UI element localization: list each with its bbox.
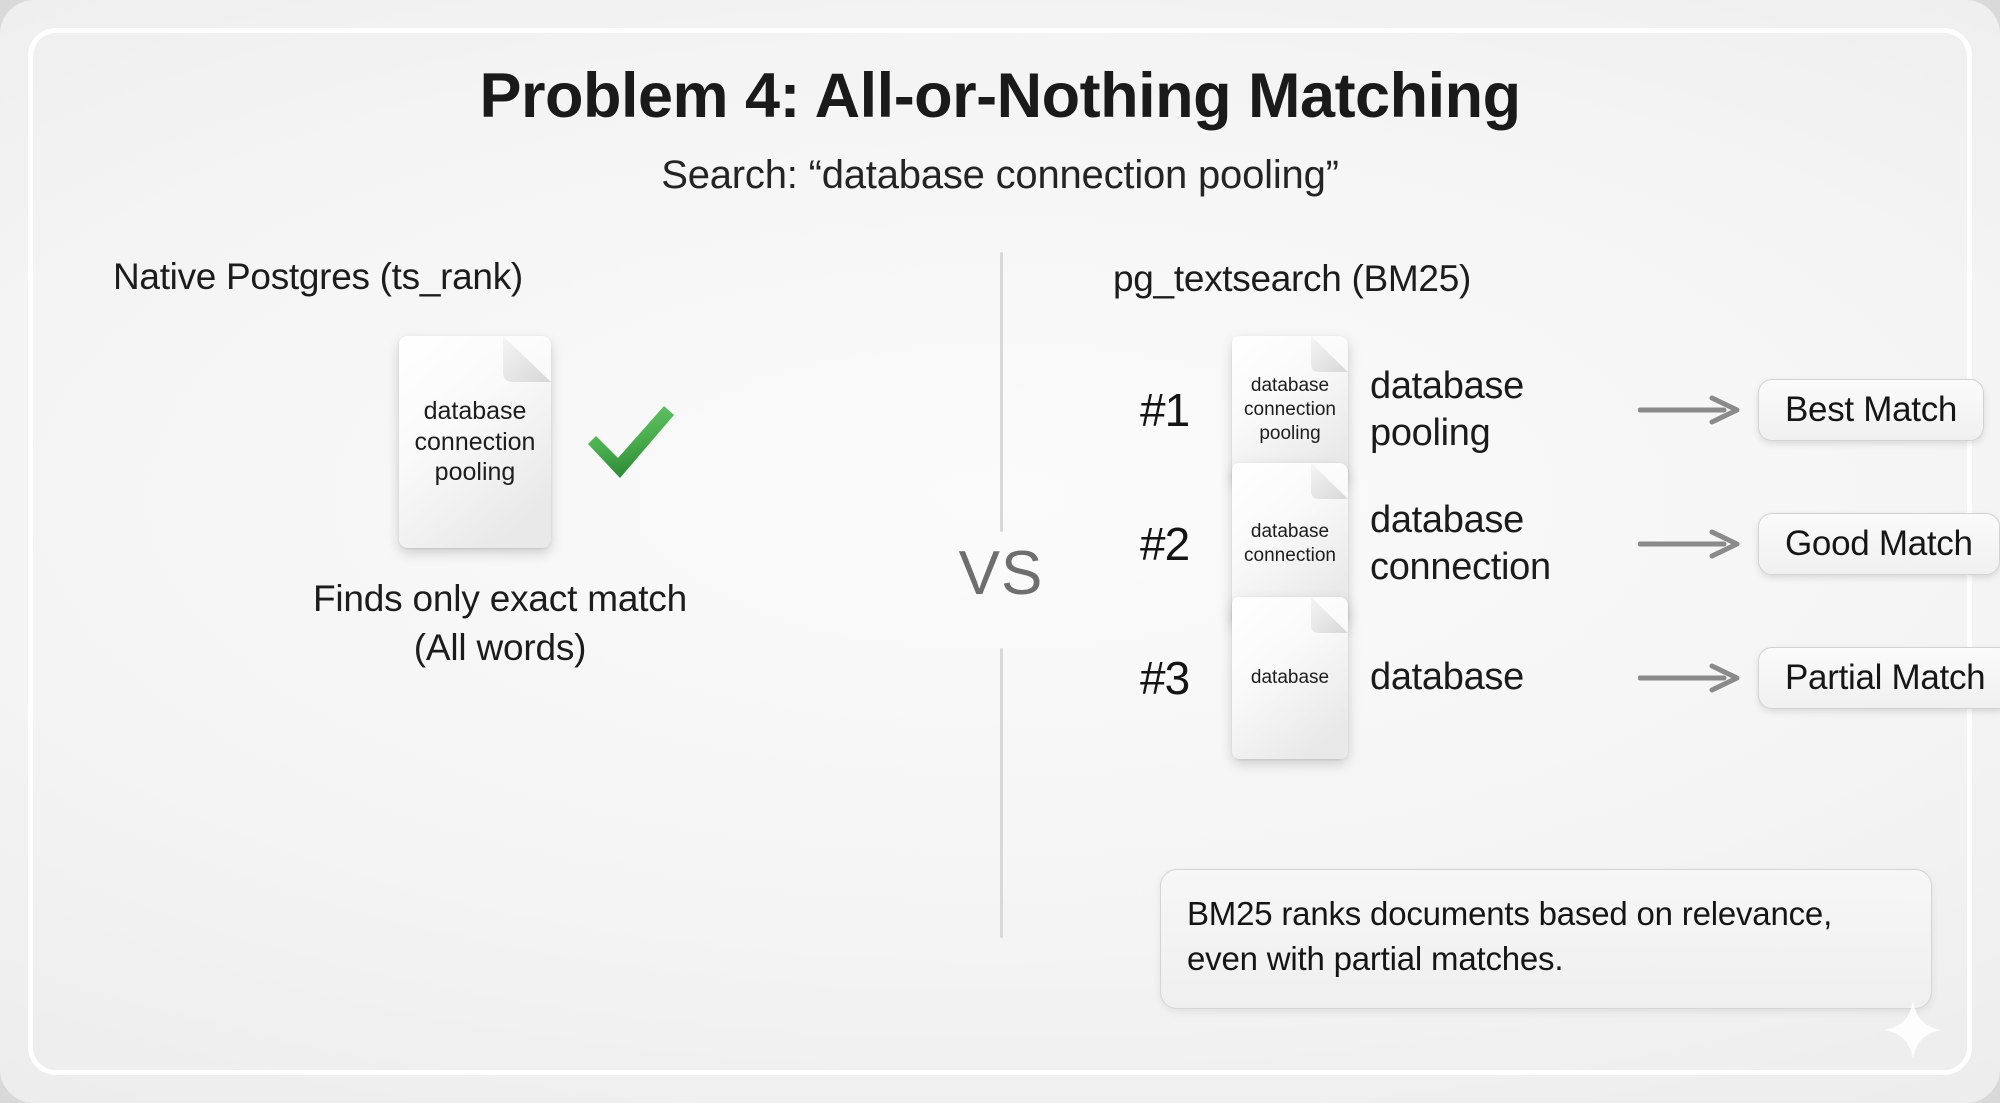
document-card: database bbox=[1232, 597, 1348, 759]
document-shape-icon bbox=[1232, 463, 1348, 625]
green-check-icon bbox=[588, 406, 674, 478]
result-rank: #2 bbox=[1140, 518, 1190, 570]
document-shape-icon bbox=[399, 336, 551, 548]
result-row[interactable]: #2 database connection database connecti… bbox=[1140, 463, 2000, 625]
right-column-title: pg_textsearch (BM25) bbox=[1113, 258, 1472, 299]
arrow-right-icon bbox=[1638, 663, 1740, 693]
document-shape-icon bbox=[1232, 336, 1348, 484]
result-label: database connection bbox=[1370, 498, 1551, 588]
result-row[interactable]: #1 database connection pooling database … bbox=[1140, 330, 1985, 490]
result-label: database bbox=[1370, 656, 1524, 699]
left-caption-line1: Finds only exact match bbox=[313, 578, 687, 619]
header: Problem 4: All-or-Nothing Matching Searc… bbox=[0, 61, 2000, 198]
document-text: database connection pooling bbox=[1244, 374, 1336, 445]
left-caption-line2: (All words) bbox=[413, 626, 587, 668]
result-rank: #1 bbox=[1140, 384, 1190, 436]
callout-box: BM25 ranks documents based on relevance,… bbox=[1160, 869, 1932, 1009]
match-quality-badge[interactable]: Best Match bbox=[1758, 379, 1985, 441]
page-title: Problem 4: All-or-Nothing Matching bbox=[479, 61, 1521, 131]
document-shape-icon bbox=[1232, 597, 1348, 759]
sparkle-icon bbox=[1884, 1001, 1942, 1059]
result-rank: #3 bbox=[1140, 652, 1190, 704]
arrow-right-icon bbox=[1638, 529, 1740, 559]
document-text: database connection bbox=[1244, 520, 1336, 566]
match-quality-badge[interactable]: Partial Match bbox=[1758, 647, 2000, 709]
vs-label: VS bbox=[958, 539, 1044, 608]
left-column-title: Native Postgres (ts_rank) bbox=[113, 256, 523, 297]
match-quality-badge[interactable]: Good Match bbox=[1758, 513, 2000, 575]
arrow-right-icon bbox=[1638, 395, 1740, 425]
left-caption: Finds only exact match (All words) bbox=[160, 575, 840, 673]
document-card-left: database connection pooling bbox=[399, 336, 551, 548]
divider-line-bottom bbox=[1000, 648, 1003, 938]
document-text: database bbox=[1250, 666, 1330, 688]
divider-line-top bbox=[1000, 252, 1003, 532]
result-row[interactable]: #3 database database Partial Mat bbox=[1140, 597, 2000, 759]
document-card: database connection pooling bbox=[1232, 336, 1348, 484]
document-text-left: database connection pooling bbox=[414, 397, 536, 487]
result-label: database pooling bbox=[1370, 364, 1524, 454]
search-query-subtitle: Search: “database connection pooling” bbox=[661, 153, 1339, 198]
